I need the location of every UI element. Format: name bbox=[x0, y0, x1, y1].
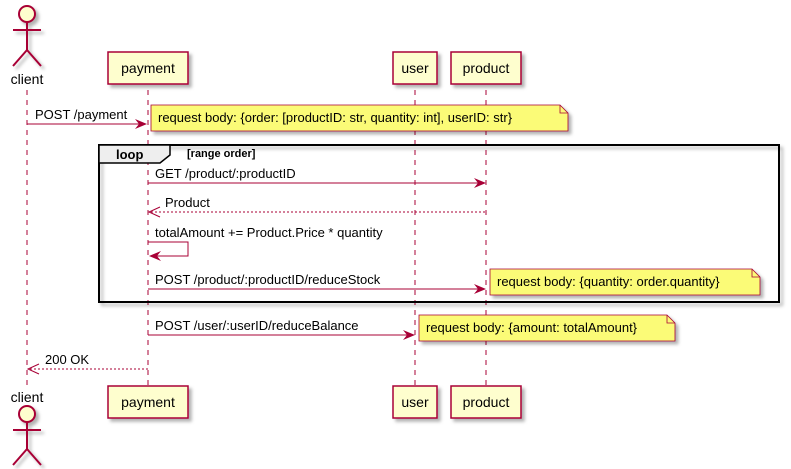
arrowhead-icon bbox=[474, 178, 486, 188]
message-label: POST /product/:productID/reduceStock bbox=[155, 272, 381, 287]
loop-keyword: loop bbox=[116, 147, 143, 162]
loop-frame: loop [range order] bbox=[98, 144, 780, 303]
product-label-bottom: product bbox=[463, 394, 510, 410]
actor-icon bbox=[12, 5, 42, 67]
arrowhead-icon bbox=[26, 363, 40, 375]
payment-box-bottom: payment bbox=[107, 385, 189, 419]
arrowhead-icon bbox=[474, 284, 486, 294]
arrowhead-icon bbox=[147, 206, 161, 218]
product-box-top: product bbox=[450, 51, 522, 85]
arrowhead-icon bbox=[149, 251, 161, 261]
message-label: POST /user/:userID/reduceBalance bbox=[155, 318, 359, 333]
arrowhead-icon bbox=[403, 330, 415, 340]
user-box-bottom: user bbox=[392, 385, 438, 419]
payment-label-bottom: payment bbox=[121, 394, 175, 410]
loop-condition: [range order] bbox=[187, 148, 256, 160]
user-label-top: user bbox=[401, 60, 429, 76]
message-get-product: GET /product/:productID bbox=[148, 166, 486, 188]
note-text: request body: {quantity: order.quantity} bbox=[497, 274, 720, 289]
user-label-bottom: user bbox=[401, 394, 429, 410]
message-reduce-balance: POST /user/:userID/reduceBalance bbox=[148, 318, 415, 340]
message-post-payment: POST /payment bbox=[27, 107, 147, 129]
note-balance-body: request body: {amount: totalAmount} bbox=[418, 314, 676, 342]
message-reduce-stock: POST /product/:productID/reduceStock bbox=[148, 272, 486, 294]
message-200-ok: 200 OK bbox=[26, 352, 148, 375]
message-label: Product bbox=[165, 195, 210, 210]
message-product-return: Product bbox=[147, 195, 486, 218]
user-box-top: user bbox=[392, 51, 438, 85]
message-total-amount: totalAmount += Product.Price * quantity bbox=[148, 225, 383, 261]
note-stock-body: request body: {quantity: order.quantity} bbox=[489, 268, 761, 296]
message-label: POST /payment bbox=[35, 107, 128, 122]
arrowhead-icon bbox=[135, 119, 147, 129]
product-label-top: product bbox=[463, 60, 510, 76]
note-text: request body: {amount: totalAmount} bbox=[426, 320, 638, 335]
actor-icon bbox=[12, 405, 42, 466]
message-label: 200 OK bbox=[45, 352, 89, 367]
client-label-top: client bbox=[11, 71, 44, 87]
payment-box-top: payment bbox=[107, 51, 189, 85]
note-payment-body: request body: {order: [productID: str, q… bbox=[150, 104, 569, 132]
product-box-bottom: product bbox=[450, 385, 522, 419]
message-label: totalAmount += Product.Price * quantity bbox=[155, 225, 383, 240]
client-label-bottom: client bbox=[11, 389, 44, 405]
client-actor-top bbox=[12, 5, 42, 67]
note-text: request body: {order: [productID: str, q… bbox=[158, 110, 513, 125]
client-actor-bottom bbox=[12, 405, 42, 466]
message-label: GET /product/:productID bbox=[155, 166, 296, 181]
payment-label-top: payment bbox=[121, 60, 175, 76]
